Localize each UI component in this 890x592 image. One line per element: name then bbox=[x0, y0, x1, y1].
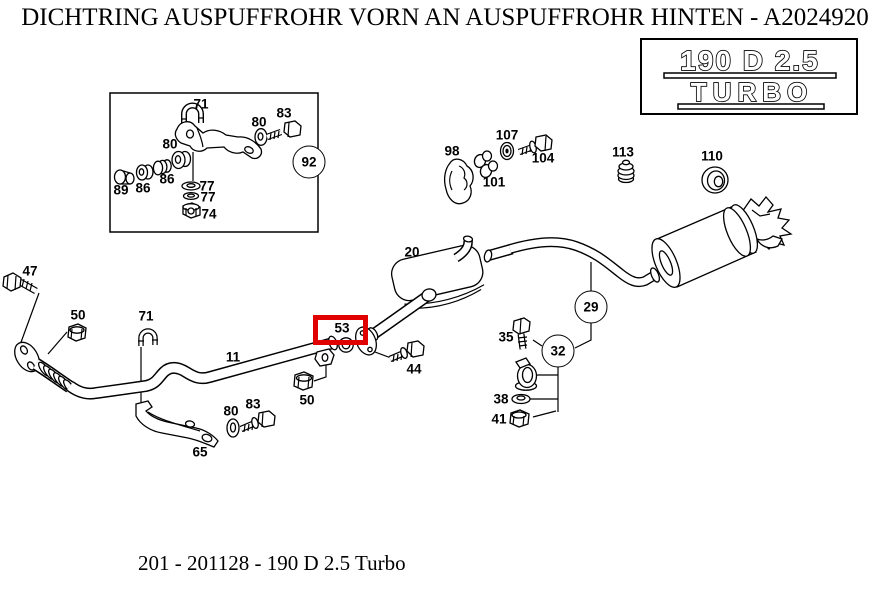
badge-underline-1 bbox=[663, 72, 837, 79]
buffer-113 bbox=[617, 159, 635, 184]
washer-38 bbox=[511, 393, 531, 405]
nut-50-left bbox=[67, 323, 87, 342]
front-pipe bbox=[14, 335, 338, 400]
bolt-44 bbox=[388, 340, 425, 363]
mounting-kit-box bbox=[109, 92, 319, 233]
clamp-71 bbox=[138, 328, 158, 346]
page-title: DICHTRING AUSPUFFROHR VORN AN AUSPUFFROH… bbox=[21, 4, 869, 31]
nut-41 bbox=[509, 409, 530, 428]
rubber-mount bbox=[514, 357, 538, 391]
highlight-box-53 bbox=[313, 315, 368, 345]
badge-underline-2 bbox=[677, 103, 825, 110]
model-badge-art: 190 D 2.5 TURBO bbox=[663, 44, 837, 110]
bracket-65 bbox=[135, 400, 219, 448]
rear-pipe bbox=[483, 237, 658, 288]
rear-muffler bbox=[649, 195, 793, 288]
leader-lines bbox=[19, 152, 592, 418]
badge-line2: TURBO bbox=[691, 77, 813, 107]
front-muffler bbox=[367, 235, 485, 341]
washer-80-bottom bbox=[226, 418, 240, 438]
model-badge: 190 D 2.5 TURBO bbox=[640, 38, 858, 115]
model-code-text: 201 - 201128 - 190 D 2.5 Turbo bbox=[138, 551, 406, 575]
bolt-83-bottom bbox=[239, 410, 276, 433]
grommet-110 bbox=[701, 166, 729, 194]
badge-line1: 190 D 2.5 bbox=[680, 45, 819, 76]
bolt-35 bbox=[512, 317, 531, 350]
nut-50-mid bbox=[293, 371, 314, 391]
hanger-group bbox=[443, 134, 553, 205]
bolt-47 bbox=[2, 272, 38, 295]
